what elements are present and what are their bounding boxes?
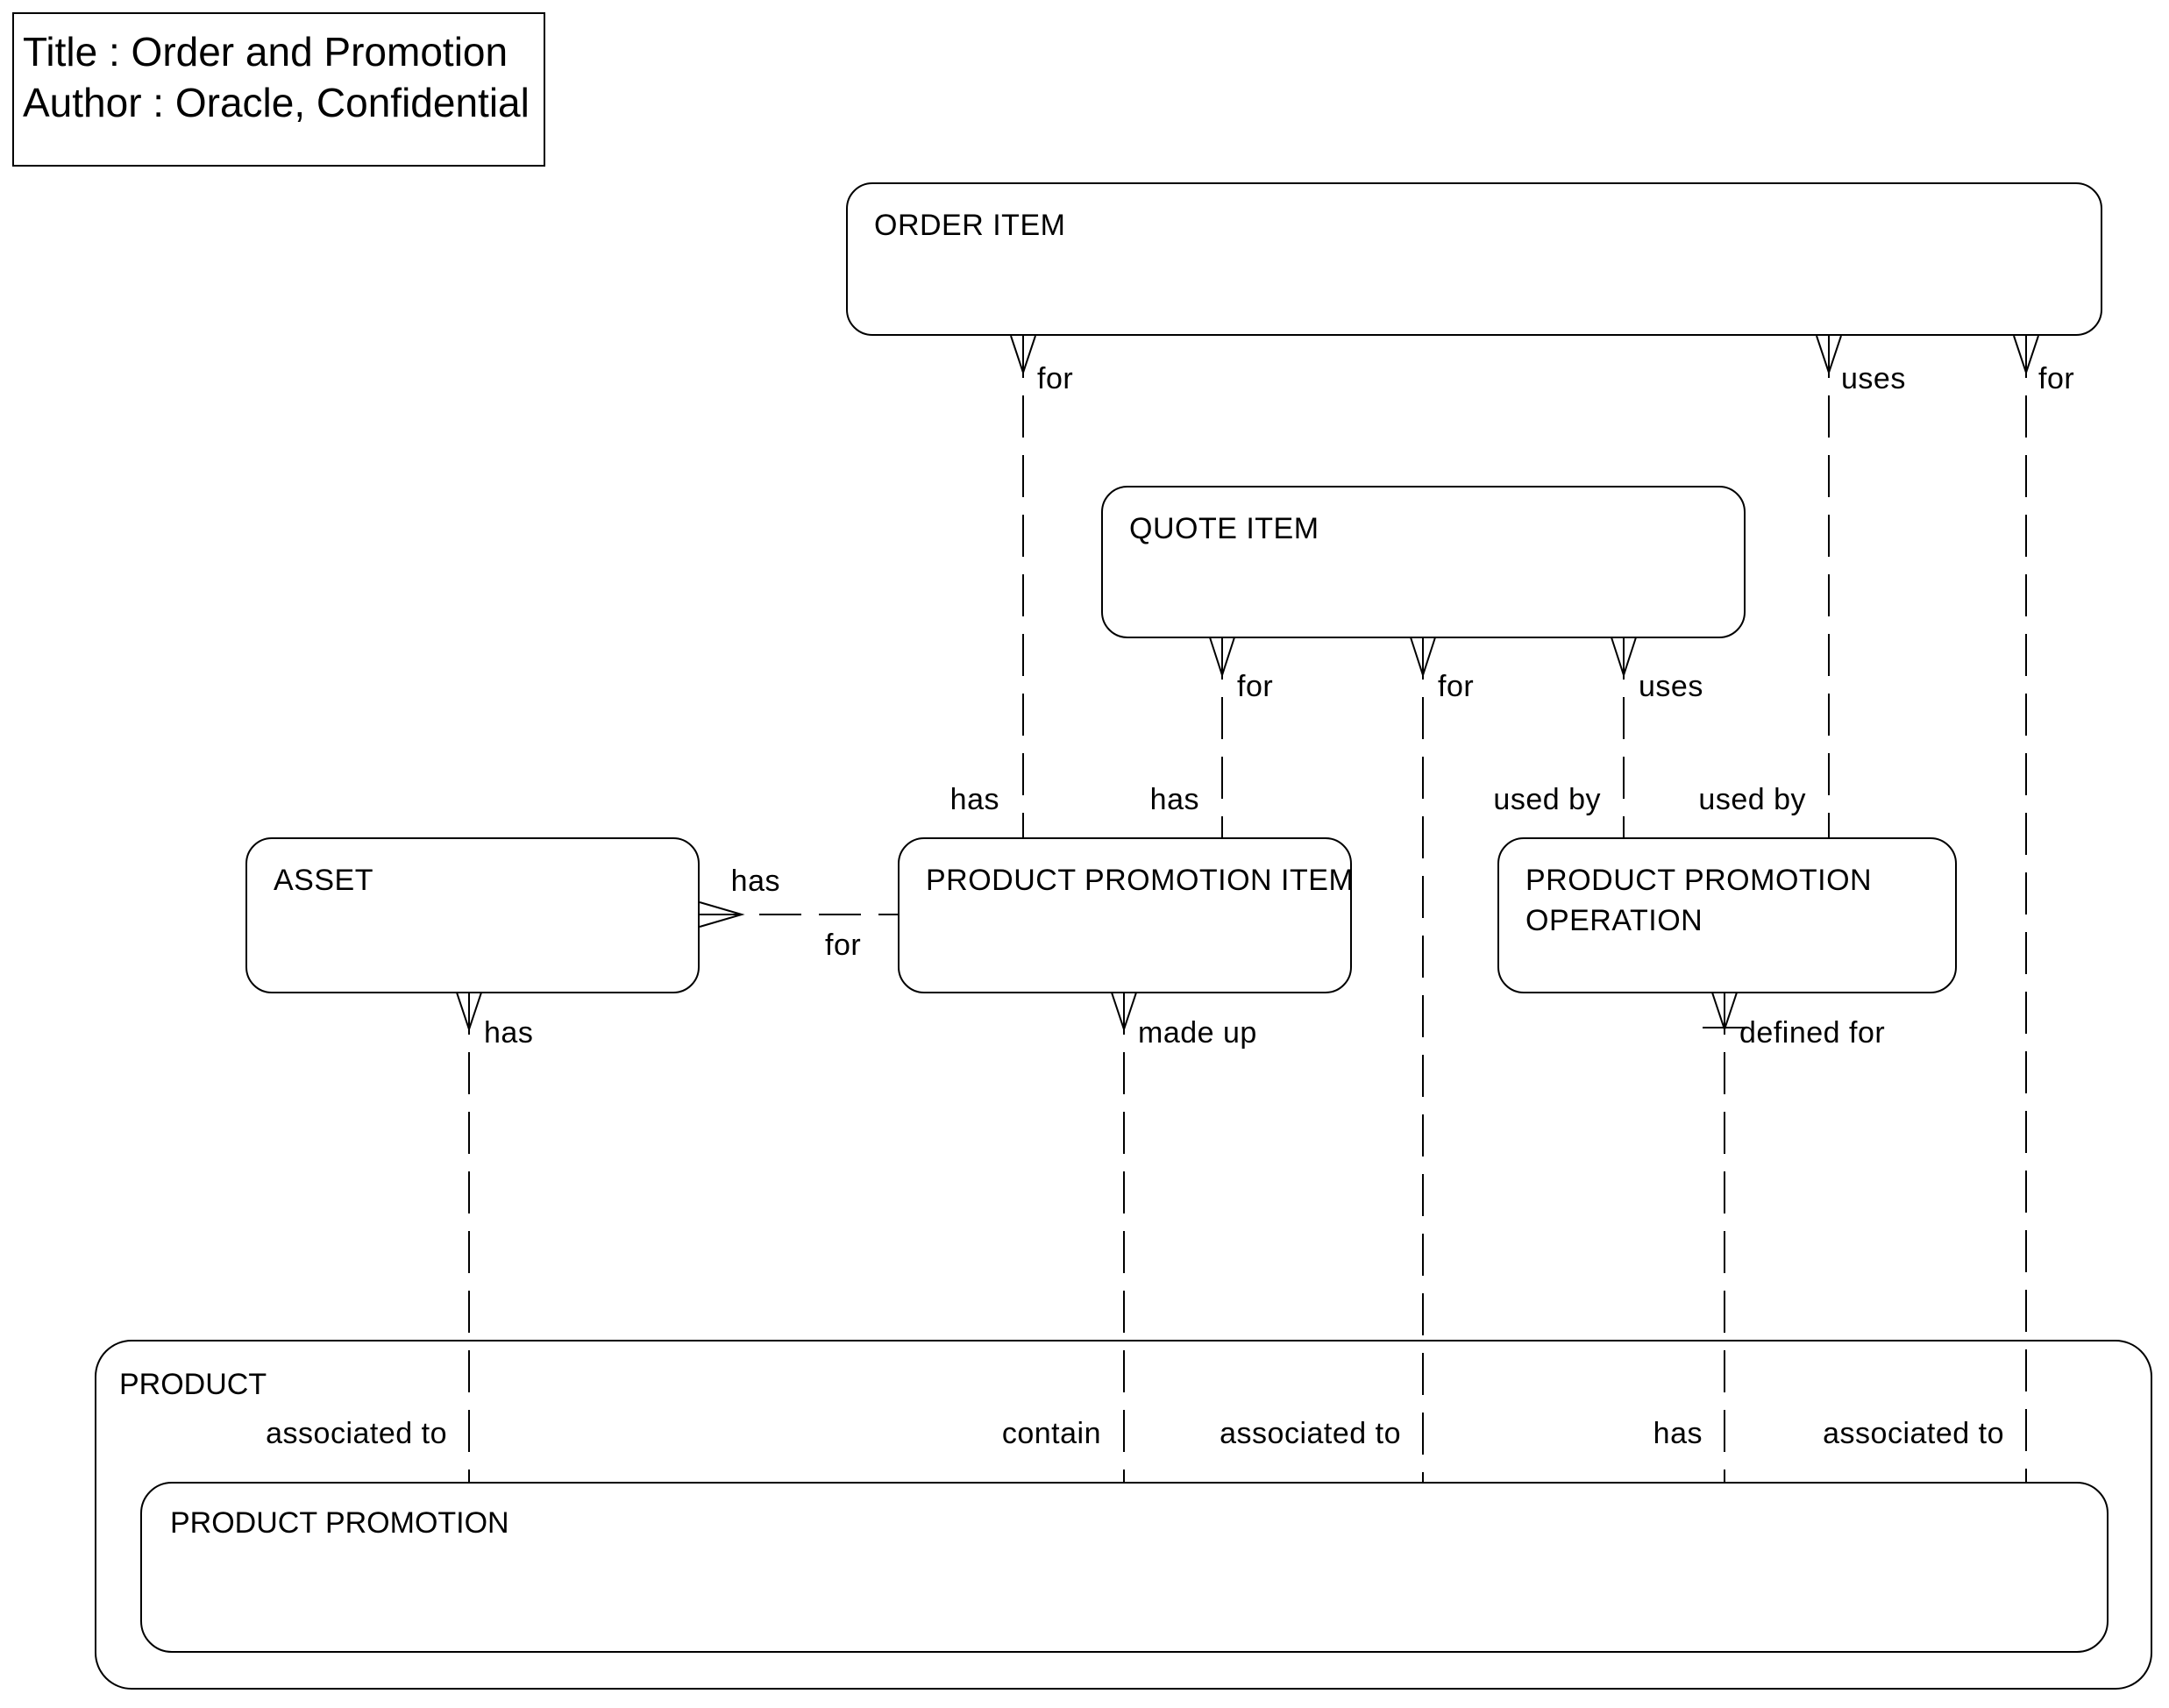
relationship-label-order-for-right: for xyxy=(2038,362,2075,395)
connector-orderitem-productpromotion[interactable] xyxy=(2013,335,2039,1482)
entity-quote-item[interactable]: QUOTE ITEM xyxy=(1101,486,1746,638)
relationship-label-item-has-mid: has xyxy=(1149,783,1199,816)
relationship-label-asset-has-side: has xyxy=(730,865,780,898)
entity-product-promotion-item-label: PRODUCT PROMOTION ITEM xyxy=(926,864,1355,897)
relationship-label-item-has-left: has xyxy=(949,783,999,816)
diagram-title-box: Title : Order and Promotion Author : Ora… xyxy=(12,12,545,167)
relationship-label-promo-associated-mid: associated to xyxy=(1220,1417,1401,1450)
entity-product-promotion-label: PRODUCT PROMOTION xyxy=(170,1506,509,1540)
relationship-label-op-defined-for: defined for xyxy=(1739,1016,1886,1050)
relationship-label-promo-contain: contain xyxy=(1001,1417,1101,1450)
entity-order-item[interactable]: ORDER ITEM xyxy=(846,182,2102,336)
relationship-label-item-made-up: made up xyxy=(1138,1016,1257,1050)
diagram-author: Author : Oracle, Confidential xyxy=(23,80,530,125)
relationship-label-order-for-left: for xyxy=(1037,362,1074,395)
relationship-label-promo-has: has xyxy=(1653,1417,1703,1450)
diagram-title: Title : Order and Promotion xyxy=(23,29,508,75)
entity-order-item-label: ORDER ITEM xyxy=(874,209,1066,242)
connector-promotionoperation-productpromotion[interactable] xyxy=(1703,992,1746,1482)
entity-product-promotion-operation[interactable]: PRODUCT PROMOTION OPERATION xyxy=(1497,837,1957,993)
connector-orderitem-promotionoperation[interactable] xyxy=(1816,335,1842,837)
connector-asset-productpromotion[interactable] xyxy=(456,992,482,1482)
entity-product-promotion[interactable]: PRODUCT PROMOTION xyxy=(140,1482,2109,1653)
relationship-label-quote-for-left: for xyxy=(1237,670,1274,703)
entity-product[interactable]: PRODUCT xyxy=(95,1340,2152,1690)
entity-product-label: PRODUCT xyxy=(119,1368,267,1401)
relationship-label-op-used-by-right: used by xyxy=(1698,783,1806,816)
relationship-label-op-used-by-left: used by xyxy=(1493,783,1601,816)
entity-product-promotion-operation-label: PRODUCT PROMOTION OPERATION xyxy=(1525,864,1873,937)
connector-asset-promotionitem[interactable] xyxy=(699,901,898,928)
entity-product-promotion-item[interactable]: PRODUCT PROMOTION ITEM xyxy=(898,837,1355,993)
entity-asset-label: ASSET xyxy=(274,864,373,897)
relationship-label-item-for-side: for xyxy=(825,929,862,962)
relationship-label-promo-associated-left: associated to xyxy=(266,1417,447,1450)
entity-asset[interactable]: ASSET xyxy=(245,837,700,993)
relationship-label-promo-associated-right: associated to xyxy=(1823,1417,2004,1450)
connector-promotionitem-productpromotion[interactable] xyxy=(1111,992,1137,1482)
entity-quote-item-label: QUOTE ITEM xyxy=(1129,512,1319,545)
connector-orderitem-promotionitem[interactable] xyxy=(1010,335,1036,837)
connector-quoteitem-promotionitem[interactable] xyxy=(1209,637,1235,837)
relationship-label-asset-has-bottom: has xyxy=(484,1016,534,1050)
connector-quoteitem-productpromotion[interactable] xyxy=(1410,637,1436,1482)
relationship-label-quote-uses: uses xyxy=(1639,670,1703,703)
connector-quoteitem-promotionoperation[interactable] xyxy=(1611,637,1637,837)
relationship-label-order-uses: uses xyxy=(1841,362,1906,395)
relationship-label-quote-for-mid: for xyxy=(1438,670,1475,703)
